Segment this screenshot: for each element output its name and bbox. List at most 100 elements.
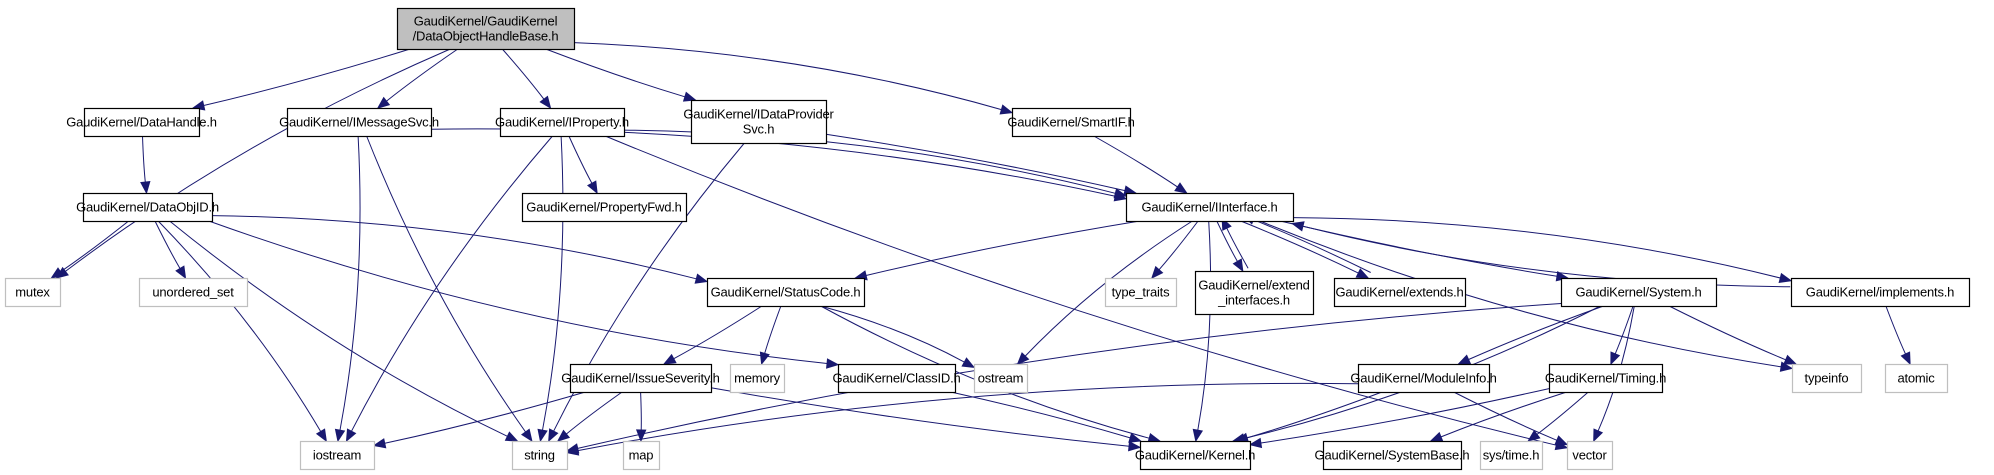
node-box-mutex — [4, 277, 62, 308]
node-extends[interactable]: GaudiKernel/extends.h — [1333, 277, 1467, 308]
node-box-idataprovidersvc[interactable] — [690, 99, 828, 145]
node-dataobjid[interactable]: GaudiKernel/DataObjID.h — [76, 192, 219, 223]
arrowhead-classid-to-kernel — [1128, 432, 1142, 443]
node-box-issueseverity[interactable] — [569, 363, 713, 394]
node-label-iinterface: GaudiKernel/IInterface.h — [1141, 200, 1277, 215]
node-memory: memory — [729, 363, 786, 394]
node-issueseverity[interactable]: GaudiKernel/IssueSeverity.h — [561, 363, 720, 394]
node-box-dataobjid[interactable] — [82, 192, 214, 223]
edge-issueseverity-to-string — [566, 391, 623, 435]
arrowhead-imessagesvc-to-iostream — [334, 428, 346, 443]
node-systembase[interactable]: GaudiKernel/SystemBase.h — [1315, 440, 1470, 471]
node-box-systembase[interactable] — [1322, 440, 1463, 471]
arrowhead-system-to-vector — [1593, 428, 1604, 443]
node-type_traits: type_traits — [1104, 277, 1178, 308]
edge-iinterface-to-type_traits — [1158, 220, 1199, 271]
node-box-extend_interfaces[interactable] — [1194, 270, 1315, 316]
arrowhead-issueseverity-to-string — [556, 429, 571, 442]
arrowhead-statuscode-to-memory — [759, 351, 770, 366]
edge-system-to-timing — [1614, 305, 1634, 355]
edge-iinterface-to-kernel — [1197, 220, 1212, 431]
node-label-root: GaudiKernel/GaudiKernel — [414, 14, 558, 29]
edge-iinterface-to-system — [1280, 220, 1558, 277]
arrowhead-iinterface-to-typeinfo — [1779, 361, 1794, 372]
edge-implements-to-atomic — [1885, 305, 1906, 355]
edge-system-to-moduleinfo — [1468, 305, 1604, 360]
node-label-dataobjid: GaudiKernel/DataObjID.h — [76, 200, 219, 215]
node-box-iinterface[interactable] — [1125, 192, 1295, 223]
node-datahandle[interactable]: GaudiKernel/DataHandle.h — [66, 107, 217, 138]
node-imessagesvc[interactable]: GaudiKernel/IMessageSvc.h — [279, 107, 439, 138]
edge-root-to-idataprovidersvc — [545, 48, 686, 98]
node-statuscode[interactable]: GaudiKernel/StatusCode.h — [706, 277, 866, 308]
node-box-imessagesvc[interactable] — [286, 107, 433, 138]
node-box-kernel[interactable] — [1139, 440, 1252, 471]
arrowhead-system-to-typeinfo — [1783, 354, 1798, 365]
node-box-propertyfwd[interactable] — [521, 192, 688, 223]
node-label-memory: memory — [734, 371, 780, 386]
arrowhead-iproperty-to-iinterface — [1113, 188, 1128, 199]
node-iinterface[interactable]: GaudiKernel/IInterface.h — [1125, 192, 1295, 223]
node-box-timing[interactable] — [1548, 363, 1664, 394]
node-label-mutex: mutex — [15, 285, 50, 300]
node-label-implements: GaudiKernel/implements.h — [1806, 285, 1954, 300]
arrowhead-dataobjid-to-string — [504, 431, 519, 442]
node-box-iproperty[interactable] — [499, 107, 626, 138]
node-box-statuscode[interactable] — [706, 277, 866, 308]
arrowhead-iproperty-to-iostream — [345, 428, 357, 443]
node-box-system[interactable] — [1560, 277, 1718, 308]
node-extend_interfaces[interactable]: GaudiKernel/extend_interfaces.h — [1194, 270, 1315, 316]
node-string: string — [511, 440, 569, 471]
node-box-unordered_set — [138, 277, 249, 308]
node-implements[interactable]: GaudiKernel/implements.h — [1790, 277, 1971, 308]
node-label-timing: GaudiKernel/Timing.h — [1545, 371, 1666, 386]
node-timing[interactable]: GaudiKernel/Timing.h — [1545, 363, 1666, 394]
arrowhead-iinterface-to-implements — [1778, 272, 1793, 284]
node-label-datahandle: GaudiKernel/DataHandle.h — [66, 115, 217, 130]
node-box-implements[interactable] — [1790, 277, 1971, 308]
node-label-issueseverity: GaudiKernel/IssueSeverity.h — [561, 371, 719, 386]
node-box-smartif[interactable] — [1011, 107, 1132, 138]
arrowhead-imessagesvc-to-string — [521, 428, 533, 443]
node-box-extends[interactable] — [1333, 277, 1467, 308]
node-kernel[interactable]: GaudiKernel/Kernel.h — [1135, 440, 1255, 471]
arrowhead-issueseverity-to-map — [635, 429, 647, 443]
edge-root-to-imessagesvc — [386, 48, 459, 102]
node-box-root[interactable] — [396, 7, 576, 51]
node-iproperty[interactable]: GaudiKernel/IProperty.h — [495, 107, 629, 138]
node-box-classid[interactable] — [837, 363, 957, 394]
edge-timing-to-kernel — [1260, 388, 1550, 444]
arrowhead-system-to-timing — [1610, 351, 1621, 366]
edge-classid-to-kernel — [950, 391, 1131, 439]
node-root[interactable]: GaudiKernel/GaudiKernel/DataObjectHandle… — [396, 7, 576, 51]
edge-idataprovidersvc-to-iinterface — [825, 133, 1126, 192]
node-box-atomic — [1884, 363, 1949, 394]
node-propertyfwd[interactable]: GaudiKernel/PropertyFwd.h — [521, 192, 688, 223]
node-label-typeinfo: typeinfo — [1805, 371, 1849, 386]
arrowhead-timing-to-kernel — [1248, 437, 1263, 449]
node-box-moduleinfo[interactable] — [1357, 363, 1491, 394]
arrowhead-issueseverity-to-kernel — [1128, 441, 1142, 452]
node-label-map: map — [629, 448, 654, 463]
node-label-extend_interfaces: _interfaces.h — [1217, 293, 1290, 308]
node-label-idataprovidersvc: Svc.h — [743, 122, 775, 137]
node-smartif[interactable]: GaudiKernel/SmartIF.h — [1007, 107, 1135, 138]
node-label-idataprovidersvc: GaudiKernel/IDataProvider — [683, 107, 834, 122]
edge-iinterface-to-extend_interfaces — [1216, 220, 1238, 262]
node-box-vector — [1566, 440, 1614, 471]
node-box-map — [622, 440, 661, 471]
arrowhead-moduleinfo-to-string — [565, 445, 580, 456]
node-moduleinfo[interactable]: GaudiKernel/ModuleInfo.h — [1350, 363, 1497, 394]
node-unordered_set: unordered_set — [138, 277, 249, 308]
edge-dataobjid-to-mutex — [60, 220, 129, 273]
edge-iinterface-to-ostream — [1024, 220, 1193, 357]
arrowhead-dataobjid-to-mutex — [50, 267, 64, 279]
edge-smartif-to-iinterface — [1093, 135, 1178, 188]
arrowhead-root-to-smartif — [999, 104, 1014, 115]
edge-system-to-string — [577, 303, 1562, 449]
arrowhead-dataobjid-to-statuscode — [694, 273, 709, 284]
node-system[interactable]: GaudiKernel/System.h — [1560, 277, 1718, 308]
node-box-datahandle[interactable] — [83, 107, 201, 138]
node-classid[interactable]: GaudiKernel/ClassID.h — [832, 363, 961, 394]
